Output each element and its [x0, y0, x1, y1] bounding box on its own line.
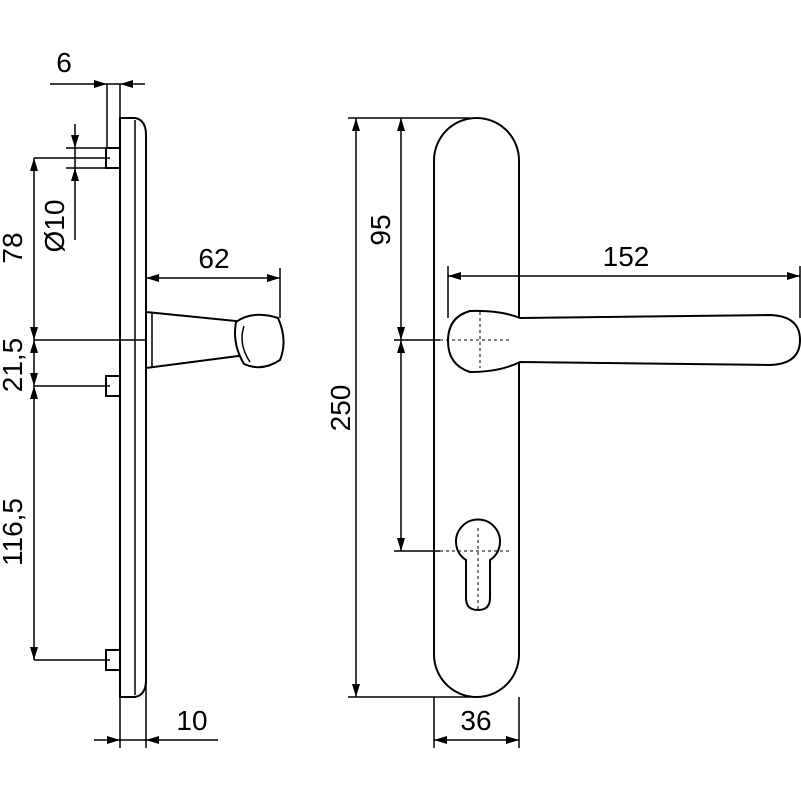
arrow-head	[397, 327, 405, 340]
arrow-head	[397, 118, 405, 131]
dim-label-top-to-spindle-front: 95	[365, 214, 396, 245]
dim-label-plate-height: 250	[325, 385, 356, 432]
arrow-head	[352, 684, 360, 697]
dim-label-hole-to-hole: 116,5	[0, 498, 28, 566]
dim-label-handle-length: 152	[603, 241, 650, 272]
arrow-head	[71, 168, 79, 181]
dim-label-top-to-spindle-side: 78	[0, 232, 28, 263]
arrow-head	[352, 118, 360, 131]
side-view: 6 Ø10 78 21,5 116,5 62	[0, 47, 285, 748]
arrow-head	[30, 386, 38, 399]
side-handle-neck	[145, 310, 247, 370]
arrow-head	[30, 158, 38, 171]
arrow-head	[448, 272, 461, 280]
arrow-head	[94, 80, 107, 88]
front-handle-lever	[446, 309, 801, 374]
dim-label-hole-diameter: Ø10	[39, 200, 70, 253]
arrow-head	[267, 274, 280, 282]
dim-label-handle-projection: 62	[198, 243, 229, 274]
side-handle-grip-shading	[241, 325, 251, 363]
side-handle-grip	[234, 313, 285, 369]
dim-label-plate-width: 36	[460, 705, 491, 736]
side-back-plate	[119, 117, 147, 698]
arrow-head	[146, 274, 159, 282]
arrow-head	[146, 736, 159, 744]
arrow-head	[30, 340, 38, 353]
arrow-head	[71, 135, 79, 148]
arrow-head	[787, 272, 800, 280]
arrow-head	[434, 736, 447, 744]
dim-label-plate-depth: 10	[176, 705, 207, 736]
arrow-head	[30, 647, 38, 660]
arrow-head	[30, 327, 38, 340]
arrow-head	[107, 736, 120, 744]
arrow-head	[397, 538, 405, 551]
arrow-head	[30, 373, 38, 386]
front-view: 250 95 152 36	[325, 117, 801, 748]
arrow-head	[397, 340, 405, 353]
arrow-head	[506, 736, 519, 744]
arrow-head	[120, 80, 133, 88]
dim-label-rose-thickness: 6	[56, 47, 72, 78]
dim-label-spindle-to-hole: 21,5	[0, 338, 28, 393]
